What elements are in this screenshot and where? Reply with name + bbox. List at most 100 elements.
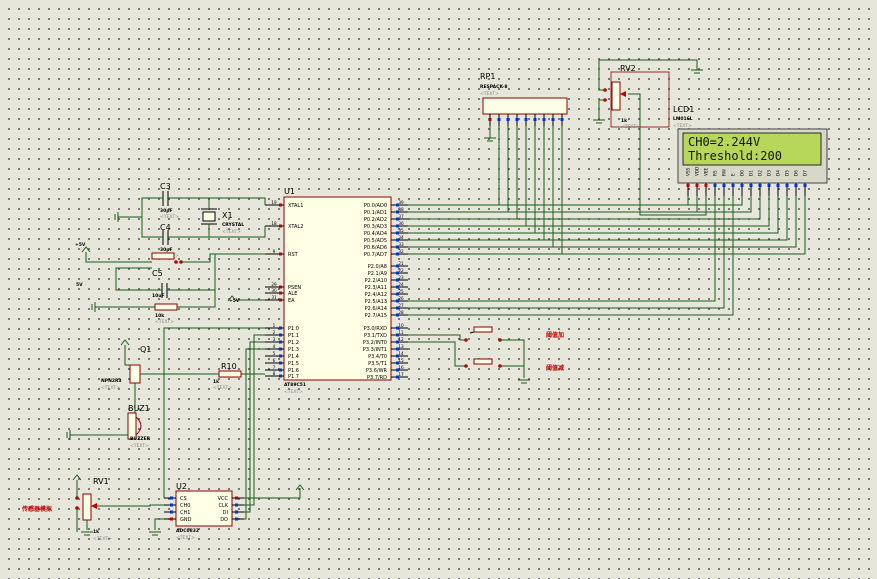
lcd-pin-label: RS bbox=[713, 170, 718, 176]
u1-pin-marker bbox=[396, 264, 399, 268]
rv1-potentiometer[interactable]: RV1 1k <TEXT> 传感器模拟 bbox=[21, 477, 112, 542]
u1-pin-number: 37 bbox=[398, 214, 404, 219]
r10-value: 1k bbox=[213, 379, 220, 385]
rv2-potentiometer[interactable]: RV2 1k <TEXT> bbox=[603, 64, 670, 130]
lcd-pin-label: D2 bbox=[758, 170, 763, 176]
wire bbox=[154, 518, 164, 530]
wire bbox=[628, 93, 707, 216]
u1-pin-number: 23 bbox=[398, 275, 404, 280]
u1-pin-number: 39 bbox=[398, 200, 404, 205]
power-label-vcc: +5V bbox=[75, 242, 86, 248]
lcd-pin-label: D1 bbox=[749, 170, 754, 176]
x1-crystal[interactable]: X1 CRYSTAL <TEXT> bbox=[201, 208, 244, 235]
lcd1-display[interactable]: CH0=2.244V Threshold:200 LCD1 LM016L <TE… bbox=[673, 105, 828, 196]
u1-pin-label: P2.4/A12 bbox=[365, 292, 387, 298]
u2-pin-label: CH0 bbox=[180, 503, 190, 509]
q1-ref: Q1 bbox=[140, 345, 151, 354]
lcd-ref: LCD1 bbox=[673, 105, 694, 114]
q1-transistor[interactable]: Q1 NPN2R3 <TEXT> bbox=[101, 345, 151, 391]
rp1-pins bbox=[488, 114, 564, 126]
u1-pin-marker bbox=[279, 285, 282, 289]
switch-plus-body bbox=[473, 326, 493, 333]
u1-pin-number: 5 bbox=[273, 351, 276, 356]
u1-pin-label: P1.3 bbox=[288, 347, 299, 353]
wire bbox=[408, 341, 466, 367]
u1-pin-label: P3.0/RXD bbox=[364, 326, 388, 332]
reset-button-body bbox=[151, 252, 175, 260]
u1-pin-number: 11 bbox=[398, 330, 404, 335]
u1-microcontroller[interactable]: U1 AT89C51 <TEXT> 19XTAL118XTAL29RST29PS… bbox=[265, 187, 408, 395]
wire bbox=[408, 126, 509, 213]
u1-body[interactable] bbox=[283, 196, 392, 381]
wire bbox=[756, 196, 797, 248]
rv1-body bbox=[82, 493, 92, 521]
u1-pin-number: 19 bbox=[271, 200, 277, 205]
u2-pin-marker bbox=[170, 510, 173, 514]
reset-resistor-body bbox=[154, 303, 178, 311]
switch-threshold-minus[interactable]: 阈值减 bbox=[464, 358, 564, 372]
rp1-pin-marker bbox=[488, 118, 492, 121]
u2-body bbox=[175, 490, 233, 527]
lcd-pin-label: D7 bbox=[803, 170, 808, 176]
u1-pin-marker bbox=[396, 231, 399, 235]
u1-pin-number: 21 bbox=[398, 261, 404, 266]
u1-pin-label: P0.3/AD3 bbox=[364, 224, 387, 230]
u1-pin-label: P0.0/AD0 bbox=[364, 203, 387, 209]
lcd-pin-marker bbox=[803, 184, 807, 187]
switch-plus-label: 阈值加 bbox=[546, 331, 564, 339]
buz1-buzzer[interactable]: BUZ1 BUZZER <TEXT> bbox=[127, 404, 151, 449]
rv1-wiper-arrow bbox=[91, 503, 97, 509]
rp1-resistor-pack[interactable]: RP1 RESPACK-8 <TEXT> bbox=[480, 72, 568, 126]
u1-pin-marker bbox=[279, 361, 282, 365]
u2-pin-label: CH1 bbox=[180, 510, 190, 516]
u2-ref: U2 bbox=[176, 482, 187, 491]
u1-pin-number: 14 bbox=[398, 351, 404, 356]
u1-pin-label: P1.1 bbox=[288, 333, 299, 339]
u1-pin-marker bbox=[279, 347, 282, 351]
lcd-pin-label: D0 bbox=[740, 170, 745, 176]
wire bbox=[408, 196, 716, 302]
u1-pin-marker bbox=[396, 292, 399, 296]
u1-pin-label: P3.7/RD bbox=[367, 375, 387, 381]
q1-text-placeholder: <TEXT> bbox=[101, 385, 120, 391]
rv1-sensor-label: 传感器模拟 bbox=[21, 505, 52, 513]
u1-pin-marker bbox=[396, 368, 399, 372]
u1-pin-label: P2.0/A8 bbox=[368, 264, 387, 270]
u1-pin-number: 22 bbox=[398, 268, 404, 273]
u1-pin-marker bbox=[279, 326, 282, 330]
wire bbox=[97, 504, 164, 507]
u1-left-pins: 19XTAL118XTAL29RST29PSEN30ALE31EA1P1.02P… bbox=[265, 200, 303, 380]
u1-pin-label: P0.1/AD1 bbox=[364, 210, 387, 216]
reset-button-terminal bbox=[174, 260, 178, 264]
u1-pin-number: 30 bbox=[271, 288, 277, 293]
rp1-ref: RP1 bbox=[480, 72, 495, 81]
rp1-pin-marker bbox=[542, 118, 546, 121]
u1-pin-marker bbox=[396, 306, 399, 310]
u1-pin-marker bbox=[396, 347, 399, 351]
wire bbox=[720, 196, 761, 220]
u2-pin-marker bbox=[235, 510, 238, 514]
u1-pin-label: P0.4/AD4 bbox=[364, 231, 387, 237]
u1-pin-number: 8 bbox=[273, 371, 276, 376]
rp1-pin-marker bbox=[506, 118, 510, 121]
lcd-pin-marker bbox=[704, 184, 708, 187]
u1-pin-number: 38 bbox=[398, 207, 404, 212]
u1-pin-marker bbox=[279, 368, 282, 372]
c3-capacitor[interactable]: C3 30pF <TEXT> bbox=[160, 182, 179, 220]
wire bbox=[687, 196, 698, 206]
switch-threshold-plus[interactable]: 阈值加 bbox=[464, 326, 564, 342]
u1-pin-label: P0.6/AD6 bbox=[364, 245, 387, 251]
wire bbox=[408, 196, 725, 309]
u1-pin-label: P1.7 bbox=[288, 374, 299, 380]
buz1-text-placeholder: <TEXT> bbox=[130, 443, 149, 449]
rv1-ref: RV1 bbox=[93, 477, 109, 486]
buz1-body bbox=[127, 412, 137, 440]
u1-pin-marker bbox=[279, 291, 282, 295]
wire bbox=[408, 334, 466, 341]
r10-resistor[interactable]: R10 1k <TEXT> bbox=[213, 362, 242, 391]
rp1-body bbox=[482, 97, 568, 115]
